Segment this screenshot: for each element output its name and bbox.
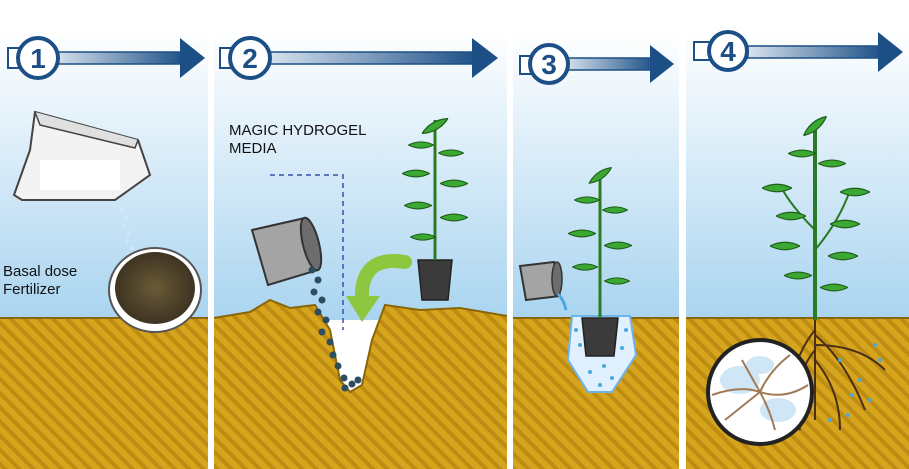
fertilizer-label: Basal dose Fertilizer bbox=[3, 263, 113, 299]
panel-step-1: 1 bbox=[0, 30, 208, 469]
fertilizer-bag-icon bbox=[12, 110, 152, 201]
step-3-number: 3 bbox=[541, 49, 557, 80]
hydrogel-label-line2: MEDIA bbox=[229, 140, 277, 157]
root-zoom-icon bbox=[706, 338, 814, 446]
step-1-number: 1 bbox=[30, 43, 46, 74]
hydrogel-label-line1: MAGIC HYDROGEL bbox=[229, 122, 367, 139]
root-hydrogel-dots bbox=[828, 343, 882, 422]
soil-bowl-icon bbox=[108, 247, 202, 333]
panel-step-2: 2 bbox=[213, 30, 508, 469]
hydrogel-stream bbox=[308, 266, 362, 392]
hydrogel-dots bbox=[574, 328, 628, 387]
hydrogel-pointer-line bbox=[270, 174, 344, 330]
plant-icon bbox=[568, 164, 632, 357]
step-4-number: 4 bbox=[720, 36, 736, 67]
step-2-number: 2 bbox=[242, 43, 258, 74]
step-1-arrow-icon: 1 bbox=[7, 36, 205, 80]
fertilizer-label-line1: Basal dose bbox=[3, 263, 78, 280]
plant-icon bbox=[402, 114, 468, 301]
fertilizer-label-line2: Fertilizer bbox=[3, 281, 61, 298]
step-3-arrow-icon: 3 bbox=[519, 43, 674, 85]
panel-step-3: 3 bbox=[513, 30, 679, 469]
panel-step-4: 4 bbox=[686, 30, 909, 469]
step-4-arrow-icon: 4 bbox=[693, 30, 903, 72]
bucket-icon bbox=[250, 216, 323, 287]
plant-icon bbox=[762, 112, 870, 320]
water-bucket-icon bbox=[518, 260, 568, 311]
curved-arrow-icon bbox=[346, 254, 412, 322]
hydrogel-label: MAGIC HYDROGEL MEDIA bbox=[229, 122, 409, 158]
step-2-arrow-icon: 2 bbox=[219, 36, 498, 80]
